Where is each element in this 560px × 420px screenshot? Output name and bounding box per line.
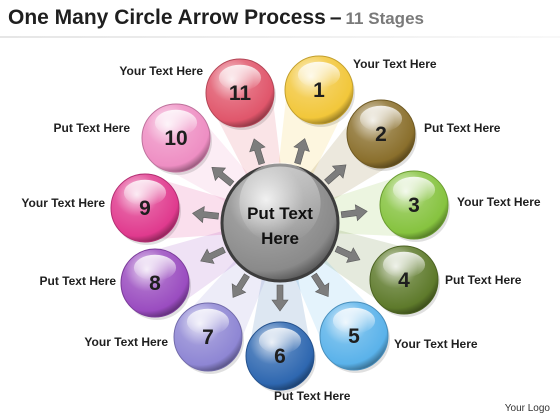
stage-label-11: Your Text Here xyxy=(119,64,203,78)
arrow-to-stage-5 xyxy=(311,272,330,298)
arrows xyxy=(192,138,368,312)
title-separator: – xyxy=(329,6,342,29)
stage-circle-highlight xyxy=(186,308,230,335)
stage-label-2: Put Text Here xyxy=(424,121,501,135)
stage-circle-highlight xyxy=(123,179,167,206)
stage-node-11: 11 xyxy=(205,58,276,130)
stage-number: 8 xyxy=(149,272,161,295)
stage-number: 9 xyxy=(139,197,151,220)
stage-number: 11 xyxy=(229,82,252,105)
stage-label-6: Put Text Here xyxy=(274,389,351,403)
stage-number: 3 xyxy=(408,194,420,217)
title-subtitle: 11 Stages xyxy=(345,9,424,28)
arrow-to-stage-3 xyxy=(340,204,368,222)
arrow-to-stage-2 xyxy=(324,164,347,185)
stage-label-5: Your Text Here xyxy=(394,337,478,351)
stage-node-3: 3 xyxy=(379,170,450,242)
page-title: One Many Circle Arrow Process–11 Stages xyxy=(8,6,424,30)
stage-circle-highlight xyxy=(258,327,302,354)
title-divider xyxy=(0,36,560,38)
stage-node-2: 2 xyxy=(346,99,417,171)
stage-number: 1 xyxy=(313,79,325,102)
stage-circle-highlight xyxy=(382,251,426,278)
stage-label-1: Your Text Here xyxy=(353,57,437,71)
arrow-to-stage-6 xyxy=(271,284,289,312)
arrow-to-stage-1 xyxy=(293,138,310,165)
arrow-to-stage-9 xyxy=(192,205,220,224)
arrow-to-stage-10 xyxy=(211,166,235,187)
center-text-line1: Put Text xyxy=(247,204,313,223)
arrow-to-stage-4 xyxy=(334,245,361,263)
stage-circle-highlight xyxy=(218,64,262,91)
stage-label-10: Put Text Here xyxy=(53,121,130,135)
stage-circle-highlight xyxy=(392,176,436,203)
stage-circle-highlight xyxy=(359,105,403,132)
stage-node-4: 4 xyxy=(369,245,440,317)
stage-node-1: 1 xyxy=(284,55,355,127)
arrow-to-stage-11 xyxy=(249,138,266,165)
stage-nodes: 1 2 3 4 5 6 7 8 9 10 11 xyxy=(110,55,450,393)
stage-label-3: Your Text Here xyxy=(457,195,541,209)
stage-number: 7 xyxy=(202,326,214,349)
stage-node-5: 5 xyxy=(319,301,390,373)
center-shine xyxy=(239,162,321,244)
stage-label-7: Your Text Here xyxy=(84,335,168,349)
stage-number: 5 xyxy=(348,325,360,348)
stage-number: 6 xyxy=(274,345,286,368)
stage-node-9: 9 xyxy=(110,173,181,245)
arrow-to-stage-8 xyxy=(200,246,226,264)
stage-node-8: 8 xyxy=(120,248,191,320)
center-text-line2: Here xyxy=(261,229,299,248)
stage-label-9: Your Text Here xyxy=(21,196,105,210)
stage-node-6: 6 xyxy=(245,321,316,393)
stage-circle-highlight xyxy=(332,307,376,334)
stage-number: 2 xyxy=(375,123,387,146)
stage-label-4: Put Text Here xyxy=(445,273,522,287)
stage-circle-highlight xyxy=(154,109,198,136)
stage-label-8: Put Text Here xyxy=(39,274,116,288)
stage-number: 10 xyxy=(164,127,187,150)
stage-node-10: 10 xyxy=(141,103,212,175)
stage-circle-highlight xyxy=(133,254,177,281)
stage-circle-highlight xyxy=(297,61,341,88)
logo-text: Your Logo xyxy=(504,403,550,414)
stage-node-7: 7 xyxy=(173,302,244,374)
title-main: One Many Circle Arrow Process xyxy=(8,6,326,29)
stage-number: 4 xyxy=(398,269,410,292)
center-node: Put Text Here xyxy=(220,162,340,283)
arrow-to-stage-7 xyxy=(231,273,250,298)
